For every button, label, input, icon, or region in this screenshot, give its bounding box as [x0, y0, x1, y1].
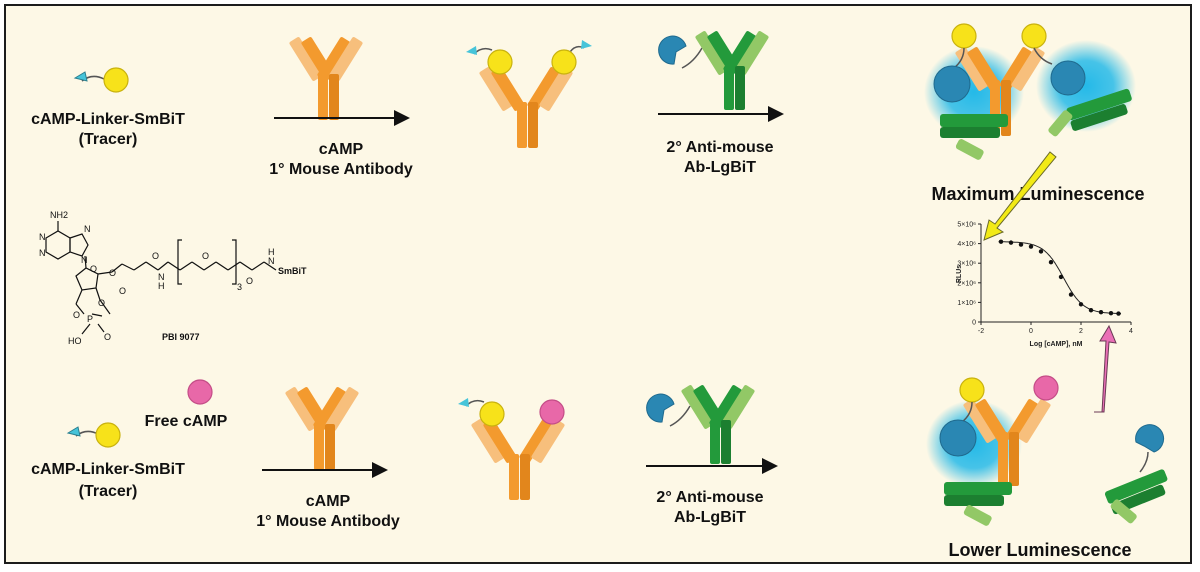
max-luminescence-label: Maximum Luminescence: [931, 184, 1144, 204]
data-point: [1008, 240, 1014, 245]
max-luminescence-complex-icon: [924, 23, 1136, 160]
lower-luminescence-complex-icon: [926, 375, 1059, 526]
svg-text:H: H: [268, 247, 275, 257]
svg-text:SmBiT: SmBiT: [278, 266, 307, 276]
svg-text:O: O: [98, 298, 105, 308]
step2-antibody: 2° Anti-mouse: [666, 139, 773, 156]
svg-text:HO: HO: [68, 336, 82, 346]
tracer-icon-row2: [66, 422, 121, 448]
unbound-secondary-antibody-icon: [1104, 424, 1168, 524]
x-tick-label: 2: [1079, 328, 1083, 335]
svg-text:O: O: [246, 276, 253, 286]
y-tick-label: 1×10⁶: [957, 300, 976, 307]
y-tick-label: 0: [972, 320, 976, 327]
secondary-antibody-lgbit-icon: [658, 31, 769, 110]
y-tick-label: 2×10⁶: [957, 280, 976, 287]
primary-antibody-icon-row2: [285, 387, 359, 470]
data-point: [1028, 244, 1034, 249]
step1-antibody-row2: 1° Mouse Antibody: [256, 513, 400, 530]
tracer-label-row2: cAMP-Linker-SmBiT: [31, 461, 185, 478]
data-point: [1088, 308, 1094, 313]
pink-callout-arrow: [1094, 324, 1117, 413]
data-point: [1018, 242, 1024, 247]
svg-text:O: O: [90, 264, 97, 274]
yellow-callout-arrow: [983, 151, 1057, 241]
tracer-label: cAMP-Linker-SmBiT: [31, 111, 185, 128]
data-point: [1098, 310, 1104, 315]
y-tick-label: 3×10⁶: [957, 261, 976, 268]
assay-diagram: cAMP-Linker-SmBiT (Tracer) cAMP 1° Mouse…: [31, 23, 1168, 560]
y-tick-label: 5×10⁶: [957, 222, 976, 229]
data-point: [998, 239, 1004, 244]
svg-text:N: N: [39, 248, 46, 258]
y-tick-label: 4×10⁶: [957, 241, 976, 248]
data-point: [1048, 260, 1054, 265]
svg-text:PBI 9077: PBI 9077: [162, 332, 200, 342]
svg-text:N: N: [268, 256, 275, 266]
step2-lgbit-row2: Ab-LgBiT: [674, 509, 746, 526]
lower-luminescence-label: Lower Luminescence: [948, 540, 1131, 560]
svg-text:O: O: [73, 310, 80, 320]
chemical-structure-labels: NH2 N N N N O O O O N H O 3 O H N SmBiT …: [39, 210, 307, 346]
svg-text:O: O: [109, 268, 116, 278]
svg-text:NH2: NH2: [50, 210, 68, 220]
data-point: [1068, 292, 1074, 297]
data-point: [1108, 310, 1114, 316]
svg-text:O: O: [202, 251, 209, 261]
step1-reagent-row2: cAMP: [306, 493, 351, 510]
step1-reagent: cAMP: [319, 141, 364, 158]
tracer-note-row2: (Tracer): [79, 483, 138, 500]
tracer-chemical-structure: [45, 221, 277, 335]
svg-text:O: O: [104, 332, 111, 342]
mixed-bound-antibody-icon: [458, 398, 565, 500]
diagram-panel: cAMP-Linker-SmBiT (Tracer) cAMP 1° Mouse…: [4, 4, 1192, 564]
x-tick-label: 0: [1029, 328, 1033, 335]
free-camp-icon: [187, 379, 213, 405]
y-axis-label: RLUs: [956, 265, 963, 283]
svg-text:N: N: [81, 255, 88, 265]
data-point: [1038, 249, 1044, 254]
step2-antibody-row2: 2° Anti-mouse: [656, 489, 763, 506]
tracer-bound-antibody-icon: [466, 40, 592, 148]
x-axis-label: Log [cAMP], nM: [1030, 341, 1083, 348]
data-point: [1116, 311, 1121, 316]
data-points: [998, 239, 1121, 316]
svg-text:H: H: [158, 281, 165, 291]
free-camp-label: Free cAMP: [145, 413, 228, 430]
step1-antibody: 1° Mouse Antibody: [269, 161, 413, 178]
svg-text:N: N: [39, 232, 46, 242]
svg-text:N: N: [84, 224, 91, 234]
x-tick-label: -2: [978, 328, 984, 335]
svg-text:P: P: [87, 314, 93, 324]
data-point: [1078, 302, 1084, 307]
svg-text:O: O: [152, 251, 159, 261]
tracer-note: (Tracer): [79, 131, 138, 148]
x-tick-label: 4: [1129, 328, 1133, 335]
svg-text:O: O: [119, 286, 126, 296]
secondary-antibody-lgbit-icon-row2: [646, 385, 755, 464]
data-point: [1058, 274, 1064, 280]
step2-lgbit: Ab-LgBiT: [684, 159, 756, 176]
svg-text:N: N: [158, 272, 165, 282]
primary-antibody-icon: [289, 37, 363, 120]
tracer-icon: [73, 67, 129, 93]
svg-text:3: 3: [237, 282, 242, 292]
